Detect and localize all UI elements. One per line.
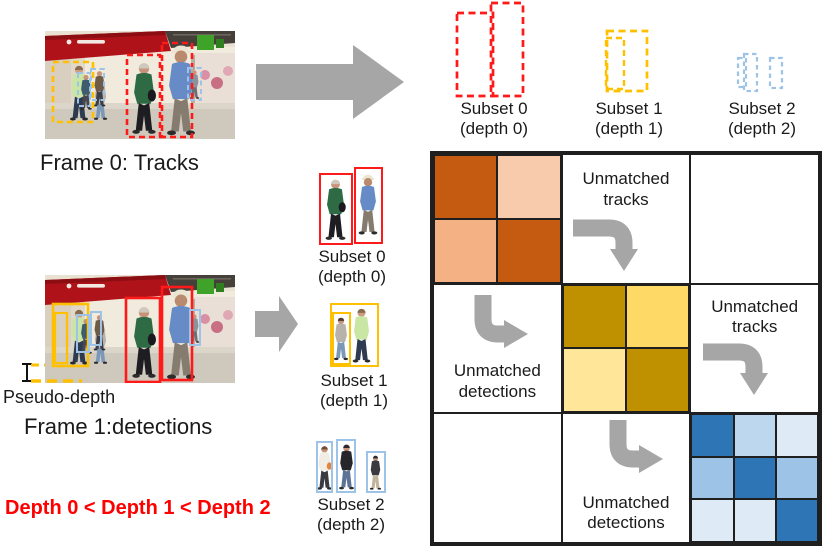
detection-box-red [160,285,194,382]
detection-box-blue [76,314,90,353]
subset-title: Subset 0 [460,99,528,118]
frame0-photo [45,31,235,139]
track-box-blue [77,72,91,107]
cost-cell [691,499,734,542]
detection-box-blue [189,309,201,346]
detection-crop-depth1-b [332,312,351,365]
track-subset2-label: Subset 2 (depth 2) [702,99,822,140]
arrow-elbow-down-icon [703,343,769,395]
track-box-orange [51,60,95,124]
cost-cell [691,456,734,500]
matrix-block-depth2-cost [690,413,819,543]
detection-subset0-label: Subset 0 (depth 0) [292,247,412,288]
matrix-block-unmatched-tracks-1: Unmatched tracks [690,283,819,414]
detection-subset1-label: Subset 1 (depth 1) [294,371,414,412]
matrix-block-empty-top-right [690,154,819,284]
unmatched-tracks-label: Unmatched tracks [582,169,670,209]
matrix-block-depth0-cost [433,154,562,284]
cost-cell [434,155,498,219]
detection-crop-depth2-c [366,451,386,493]
pseudo-depth-label: Pseudo-depth [3,387,116,407]
track-subset-box-orange [604,36,626,91]
matrix-block-unmatched-detections-1: Unmatched detections [561,413,691,543]
frame1-photo [45,275,235,383]
track-subset0-label: Subset 0 (depth 0) [434,99,554,140]
unmatched-detections-label: Unmatched detections [453,360,541,401]
cost-cell [497,155,561,219]
association-matrix: Unmatched tracks Unmatched detections Un… [430,151,822,546]
subset-depth: (depth 1) [594,119,664,139]
frame0-track-boxes [51,41,202,139]
cost-cell [434,218,498,283]
subset-title: Subset 0 [318,247,386,266]
cost-cell [625,284,690,349]
cost-cell [497,218,561,283]
detection-crop-depth0-b [354,167,383,244]
cost-cell [733,456,776,500]
cost-grid-depth0 [434,155,561,283]
subset-depth: (depth 1) [319,391,389,411]
detection-subset2-label: Subset 2 (depth 2) [291,495,411,536]
cost-cell [562,348,626,413]
subset-title: Subset 1 [595,99,663,118]
matrix-block-depth1-cost [561,283,691,414]
arrow-right-small-icon [255,296,298,352]
track-box-red [125,53,162,139]
track-box-blue [90,68,105,101]
arrow-elbow-right-icon [609,420,663,474]
track-subset-box-blue [736,56,748,89]
cost-grid-depth2 [691,414,818,542]
depth-order-label: Depth 0 < Depth 1 < Depth 2 [5,497,271,519]
arrow-elbow-down-icon [572,219,638,271]
cost-cell [733,414,776,457]
track-box-blue [187,67,202,101]
cost-cell [691,414,734,457]
track-box-red [160,41,194,139]
detection-box-red [124,296,162,383]
detection-crop-depth2-b [336,439,356,493]
subset-depth: (depth 2) [727,119,797,139]
cost-cell [625,348,690,413]
track-subset1-label: Subset 1 (depth 1) [569,99,689,140]
frame0-label: Frame 0: Tracks [40,150,199,175]
matrix-block-unmatched-detections-0: Unmatched detections [433,283,562,414]
track-subset-box-red [489,1,525,98]
frame1-label: Frame 1:detections [24,414,213,439]
subset-title: Subset 1 [320,371,388,390]
unmatched-detections-label: Unmatched detections [582,492,670,533]
track-subset-boxes [455,1,784,98]
cost-cell [775,414,818,457]
subset-depth: (depth 0) [459,119,529,139]
arrow-right-large-icon [256,45,404,119]
subset-depth: (depth 0) [317,267,387,287]
matrix-block-empty-bottom-left [433,413,562,543]
cost-grid-depth1 [562,284,690,413]
cost-cell [562,284,626,349]
subset-title: Subset 2 [728,99,796,118]
cost-cell [733,499,776,542]
cost-cell [775,456,818,500]
arrow-elbow-right-icon [474,294,528,348]
detection-crop-depth0-a [319,173,353,245]
track-subset-box-blue [768,56,784,90]
matrix-block-unmatched-tracks-0: Unmatched tracks [561,154,691,284]
subset-depth: (depth 2) [316,515,386,535]
detection-box-blue [90,311,102,346]
subset-title: Subset 2 [317,495,385,514]
unmatched-tracks-label: Unmatched tracks [711,296,799,337]
cost-cell [775,499,818,542]
track-subset-box-blue [742,52,759,93]
frame1-detection-boxes [51,285,201,383]
detection-crop-depth2-a [316,441,333,493]
track-subset-box-orange [605,29,649,93]
detection-box-orange [53,311,69,365]
pseudo-depth-measure-icon [22,363,82,383]
track-subset-box-red [455,11,495,98]
